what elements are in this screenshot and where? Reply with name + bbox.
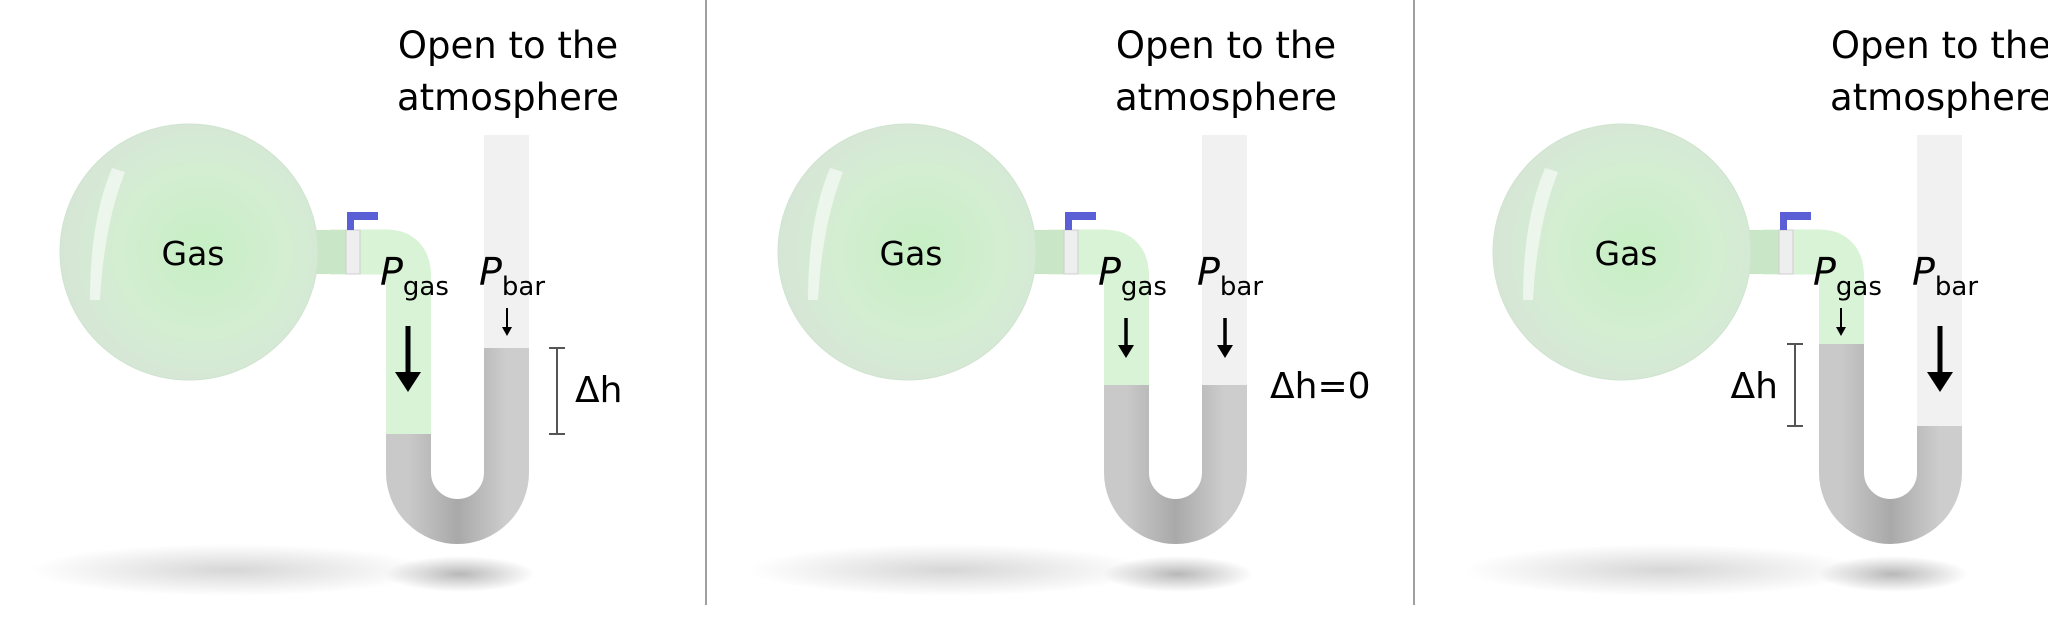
- gas-tube: [330, 229, 431, 434]
- pressure-arrow-icon: [502, 308, 512, 336]
- p-gas-symbol: P: [1098, 250, 1121, 294]
- gas-bulb: [59, 123, 319, 381]
- gas-tube: [1763, 229, 1864, 344]
- delta-h-label: Δh=0: [1270, 366, 1371, 407]
- delta-h-label: Δh: [575, 370, 622, 411]
- p-gas-label: Pgas: [1098, 250, 1167, 302]
- bulb-shadow: [748, 544, 1148, 596]
- bulb-shadow: [30, 544, 430, 596]
- p-bar-symbol: P: [1197, 250, 1220, 294]
- pressure-arrow-icon: [1927, 326, 1953, 392]
- gas-bulb: [777, 123, 1037, 381]
- tube-shadow: [1103, 556, 1253, 592]
- tube-shadow: [1818, 556, 1968, 592]
- bulb-shadow: [1463, 544, 1863, 596]
- open-label-line1: Open to the: [1831, 24, 2048, 67]
- mercury-column: [1104, 385, 1247, 544]
- open-label-line2: atmosphere: [397, 76, 619, 119]
- mercury-column: [1819, 344, 1962, 544]
- p-bar-subscript: bar: [1935, 272, 1978, 302]
- p-gas-subscript: gas: [403, 272, 449, 302]
- p-bar-subscript: bar: [1220, 272, 1263, 302]
- p-bar-label: Pbar: [479, 250, 545, 302]
- open-label-line2: atmosphere: [1830, 76, 2048, 119]
- gas-label: Gas: [1595, 234, 1658, 273]
- delta-h-label: Δh: [1731, 366, 1778, 407]
- valve-handle-icon[interactable]: [1065, 212, 1096, 230]
- delta-h-bracket: [549, 347, 565, 435]
- valve-band: [345, 229, 361, 275]
- pressure-arrow-icon: [395, 326, 421, 392]
- tube-shadow: [385, 556, 535, 592]
- open-label-line1: Open to the: [398, 24, 618, 67]
- valve-handle-icon[interactable]: [1780, 212, 1811, 230]
- mercury-column: [386, 348, 529, 544]
- pressure-arrow-icon: [1118, 318, 1134, 358]
- gas-bulb: [1492, 123, 1752, 381]
- p-gas-label: Pgas: [1813, 250, 1882, 302]
- pressure-arrow-icon: [1217, 318, 1233, 358]
- gas-tube: [1048, 229, 1149, 385]
- bulb-highlight: [90, 168, 125, 300]
- p-bar-label: Pbar: [1197, 250, 1263, 302]
- pressure-arrow-icon: [1836, 308, 1846, 336]
- p-gas-subscript: gas: [1121, 272, 1167, 302]
- open-label-line2: atmosphere: [1115, 76, 1337, 119]
- valve-band: [1778, 229, 1794, 275]
- p-bar-symbol: P: [1912, 250, 1935, 294]
- bulb-highlight: [1523, 168, 1558, 300]
- p-gas-symbol: P: [1813, 250, 1836, 294]
- open-label-line1: Open to the: [1116, 24, 1336, 67]
- gas-label: Gas: [162, 234, 225, 273]
- valve-handle-icon[interactable]: [347, 212, 378, 230]
- p-bar-subscript: bar: [502, 272, 545, 302]
- p-gas-label: Pgas: [380, 250, 449, 302]
- p-bar-symbol: P: [479, 250, 502, 294]
- valve-band: [1063, 229, 1079, 275]
- p-gas-subscript: gas: [1836, 272, 1882, 302]
- gas-label: Gas: [880, 234, 943, 273]
- p-bar-label: Pbar: [1912, 250, 1978, 302]
- p-gas-symbol: P: [380, 250, 403, 294]
- bulb-highlight: [808, 168, 843, 300]
- delta-h-bracket: [1787, 343, 1803, 427]
